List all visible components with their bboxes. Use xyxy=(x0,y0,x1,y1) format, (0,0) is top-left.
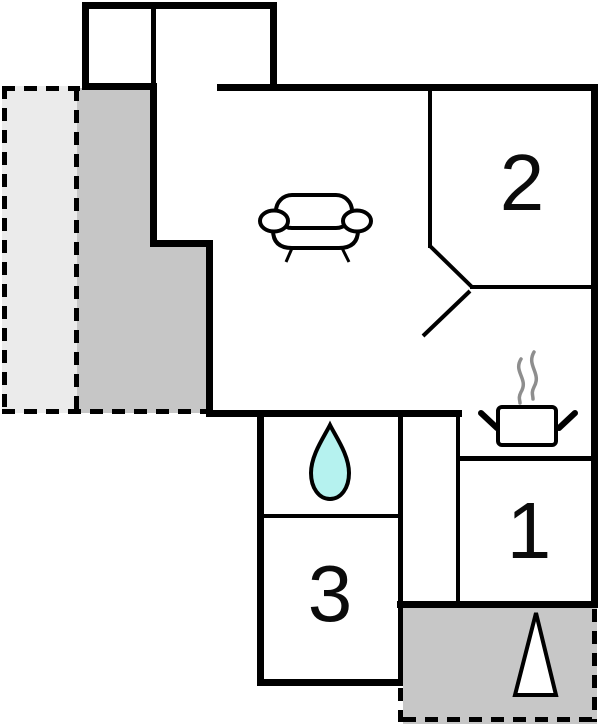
wall-bath-left xyxy=(257,410,264,686)
entrance-arrow-shape xyxy=(512,612,559,697)
terrace-dashed-borders xyxy=(2,86,597,722)
room2-door-leaf xyxy=(421,289,472,338)
wall-room1-left xyxy=(456,413,460,603)
steam-line-right xyxy=(530,350,538,401)
wall-left-upper xyxy=(150,83,157,247)
wall-bath-room3-divider xyxy=(264,514,398,518)
room-2-label: 2 xyxy=(500,138,545,227)
pot-body xyxy=(496,405,558,447)
wall-left-lower xyxy=(206,240,213,417)
water-drop-shape xyxy=(308,420,352,502)
steaming-pot-icon xyxy=(478,350,578,447)
steam-line-left xyxy=(517,357,525,405)
sofa-icon xyxy=(258,193,373,263)
wall-main-top xyxy=(217,84,598,91)
wall-living-bottom xyxy=(206,410,462,417)
terrace-areas xyxy=(2,86,597,724)
wall-room2-bottom xyxy=(470,285,591,289)
wall-bath-right xyxy=(398,417,403,686)
interior-walls xyxy=(151,9,593,603)
wall-room2-diagonal xyxy=(428,244,474,289)
room-3-label: 3 xyxy=(308,549,353,638)
wall-topbox-divider xyxy=(151,9,156,83)
wall-topbox-right xyxy=(270,2,277,90)
wall-topbox-left xyxy=(82,2,89,90)
sofa-armrest-left xyxy=(258,208,290,234)
wall-room3-bottom xyxy=(257,679,403,686)
room-1-label: 1 xyxy=(507,486,552,575)
terrace-left-light xyxy=(2,86,77,413)
sofa-armrest-right xyxy=(341,208,373,234)
pot-handle-right xyxy=(556,410,578,431)
exterior-walls xyxy=(82,2,598,686)
pot-handle-left xyxy=(478,410,500,431)
wall-topbox-top xyxy=(82,2,277,9)
terrace-entrance xyxy=(403,608,597,724)
wall-room1-top xyxy=(456,456,593,461)
wall-topbox-bottom xyxy=(82,83,157,90)
wall-room2-left xyxy=(428,88,432,248)
entrance-triangle-icon xyxy=(512,612,559,697)
room-labels: 2 1 3 xyxy=(308,138,552,638)
terrace-left-dark xyxy=(77,88,210,413)
wall-left-step xyxy=(150,240,213,247)
water-drop-icon xyxy=(308,420,352,502)
wall-main-right xyxy=(591,84,598,608)
wall-terrace-top xyxy=(397,601,598,608)
